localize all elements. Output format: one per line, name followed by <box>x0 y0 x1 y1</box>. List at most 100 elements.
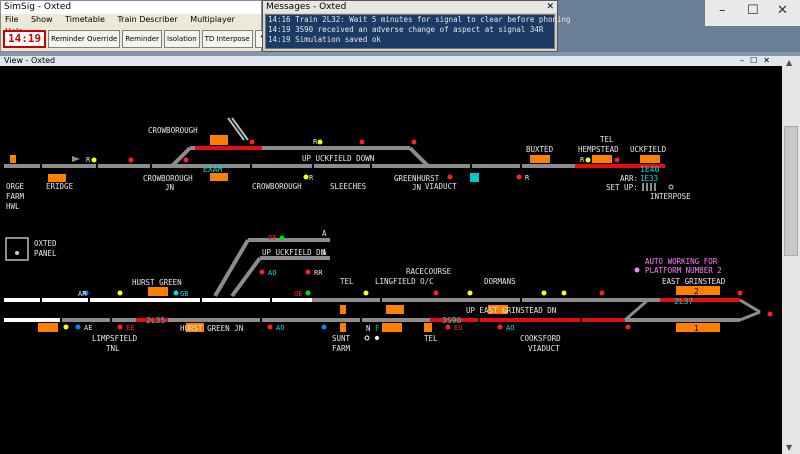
signals-lower[interactable]: AR GB OE AO RR OE AE <box>63 234 773 332</box>
crossover-track[interactable] <box>170 146 192 168</box>
signal <box>561 290 567 296</box>
signal <box>183 157 189 163</box>
panel-label: PANEL <box>34 249 57 258</box>
signal <box>279 235 285 241</box>
switch-label: F <box>375 324 380 333</box>
platform-number[interactable]: 1 <box>694 324 699 333</box>
signal <box>173 290 179 296</box>
station-label: BUXTED <box>526 145 554 154</box>
oxted-panel-frame[interactable] <box>5 237 29 261</box>
line-label: A <box>322 248 327 257</box>
train-describer[interactable]: 1E40 <box>640 165 659 174</box>
isolation-button[interactable]: Isolation <box>164 30 200 48</box>
crossover-track[interactable] <box>408 146 430 168</box>
signal-id: AO <box>506 324 514 332</box>
signal-id: GB <box>180 290 188 298</box>
messages-log[interactable]: 14:16 Train 2L32: Wait 5 minutes for sig… <box>265 14 571 49</box>
menu-multiplayer[interactable]: Multiplayer <box>190 15 235 24</box>
scrollbar-thumb[interactable] <box>784 126 798 256</box>
switch-button[interactable] <box>364 335 370 341</box>
track-diagram[interactable]: EXAM 1E40 CROWBOROUGH ORGE FARM HWL ERID… <box>0 66 782 454</box>
station-label: LINGFIELD O/C <box>375 277 434 286</box>
crossover-track[interactable] <box>624 298 649 322</box>
oxted-panel-icon <box>15 251 19 255</box>
signal <box>467 290 473 296</box>
td-interpose-button[interactable]: TD Interpose <box>201 30 253 48</box>
signal-id: R <box>313 138 318 146</box>
signal-id: AR <box>78 290 87 298</box>
track-breaks <box>40 163 522 170</box>
crossover-track[interactable] <box>739 310 761 322</box>
signal-id: EE <box>126 324 134 332</box>
signal <box>117 290 123 296</box>
auto-working-button[interactable] <box>634 267 640 273</box>
menu-train-describer[interactable]: Train Describer <box>117 15 178 24</box>
station-label: HEMPSTEAD <box>578 145 619 154</box>
signal <box>83 290 89 296</box>
uckfield-branch-track[interactable] <box>230 256 262 298</box>
signal <box>445 324 451 330</box>
signal-id: R <box>309 174 314 182</box>
scroll-up-icon[interactable]: ▲ <box>786 58 793 67</box>
train-describer[interactable]: 2L35 <box>146 316 165 325</box>
menu-show[interactable]: Show <box>30 15 53 24</box>
arr-label: ARR: <box>620 174 638 183</box>
maximize-icon[interactable]: ☐ <box>747 3 759 18</box>
siding-track <box>231 117 249 141</box>
train-describer[interactable]: EXAM <box>203 165 222 174</box>
window-controls: – ☐ ✕ <box>705 0 800 26</box>
station-label: ERIDGE <box>46 182 74 191</box>
train-describer[interactable]: 2L37 <box>674 297 693 306</box>
station-label: CROWBOROUGH <box>252 182 302 191</box>
menu-timetable[interactable]: Timetable <box>65 15 105 24</box>
line-label: UP UCKFIELD DN <box>262 248 325 257</box>
auto-working-label: PLATFORM NUMBER 2 <box>645 266 722 275</box>
station-label: JN <box>412 183 421 192</box>
station-label: FARM <box>332 344 351 353</box>
signal <box>317 139 323 145</box>
message-line: 14:16 Train 2L32: Wait 5 minutes for sig… <box>268 15 571 24</box>
interpose-label[interactable]: INTERPOSE <box>650 192 691 201</box>
signal <box>63 324 69 330</box>
close-icon[interactable]: ✕ <box>546 2 554 12</box>
station-label: VIADUCT <box>425 182 457 191</box>
signal-id: EO <box>454 324 462 332</box>
signal <box>411 139 417 145</box>
message-line: 14:19 3S90 received an adverse change of… <box>268 25 544 34</box>
signalling-diagram[interactable]: EXAM 1E40 CROWBOROUGH ORGE FARM HWL ERID… <box>0 66 782 454</box>
occupied-section-marker <box>470 173 479 182</box>
signal-id: AO <box>268 269 276 277</box>
crossover-track[interactable] <box>739 298 761 314</box>
menu-file[interactable]: File <box>5 15 19 24</box>
station-label: FARM <box>6 192 25 201</box>
arrival-describer[interactable]: 1E33 <box>640 174 658 183</box>
interpose-button[interactable] <box>668 184 674 190</box>
switch-button[interactable] <box>375 336 379 340</box>
signal-arrow-icon <box>72 156 80 162</box>
station-label: TEL <box>424 334 438 343</box>
minimize-icon[interactable]: – <box>719 3 726 18</box>
signal-id: AE <box>84 324 92 332</box>
setup-slots[interactable] <box>642 183 656 191</box>
reminder-button[interactable]: Reminder <box>122 30 163 48</box>
train-describer[interactable]: 3S90 <box>442 316 461 325</box>
signals-upper[interactable]: R R R R R <box>72 138 620 182</box>
platform-number[interactable]: 2 <box>694 287 699 296</box>
signal <box>305 290 311 296</box>
view-title: View - Oxted –☐✕ <box>0 56 782 66</box>
signal <box>585 157 591 163</box>
close-window-icon[interactable]: ✕ <box>777 3 788 18</box>
scroll-down-icon[interactable]: ▼ <box>786 443 793 452</box>
view-window-controls[interactable]: –☐✕ <box>740 56 776 65</box>
reminder-override-button[interactable]: Reminder Override <box>48 30 121 48</box>
station-label: SUNT <box>332 334 351 343</box>
station-label: LIMPSFIELD <box>92 334 138 343</box>
station-label: HURST GREEN <box>132 278 182 287</box>
vertical-scrollbar[interactable]: ▲ ▼ <box>782 56 800 454</box>
clock-display[interactable]: 14:19 <box>3 30 47 48</box>
setup-label: SET UP: <box>606 183 638 192</box>
uckfield-branch-track[interactable] <box>213 238 250 298</box>
station-label: TEL <box>340 277 354 286</box>
messages-title-text: Messages - Oxted <box>266 2 347 12</box>
station-label: EAST GRINSTEAD <box>662 277 726 286</box>
